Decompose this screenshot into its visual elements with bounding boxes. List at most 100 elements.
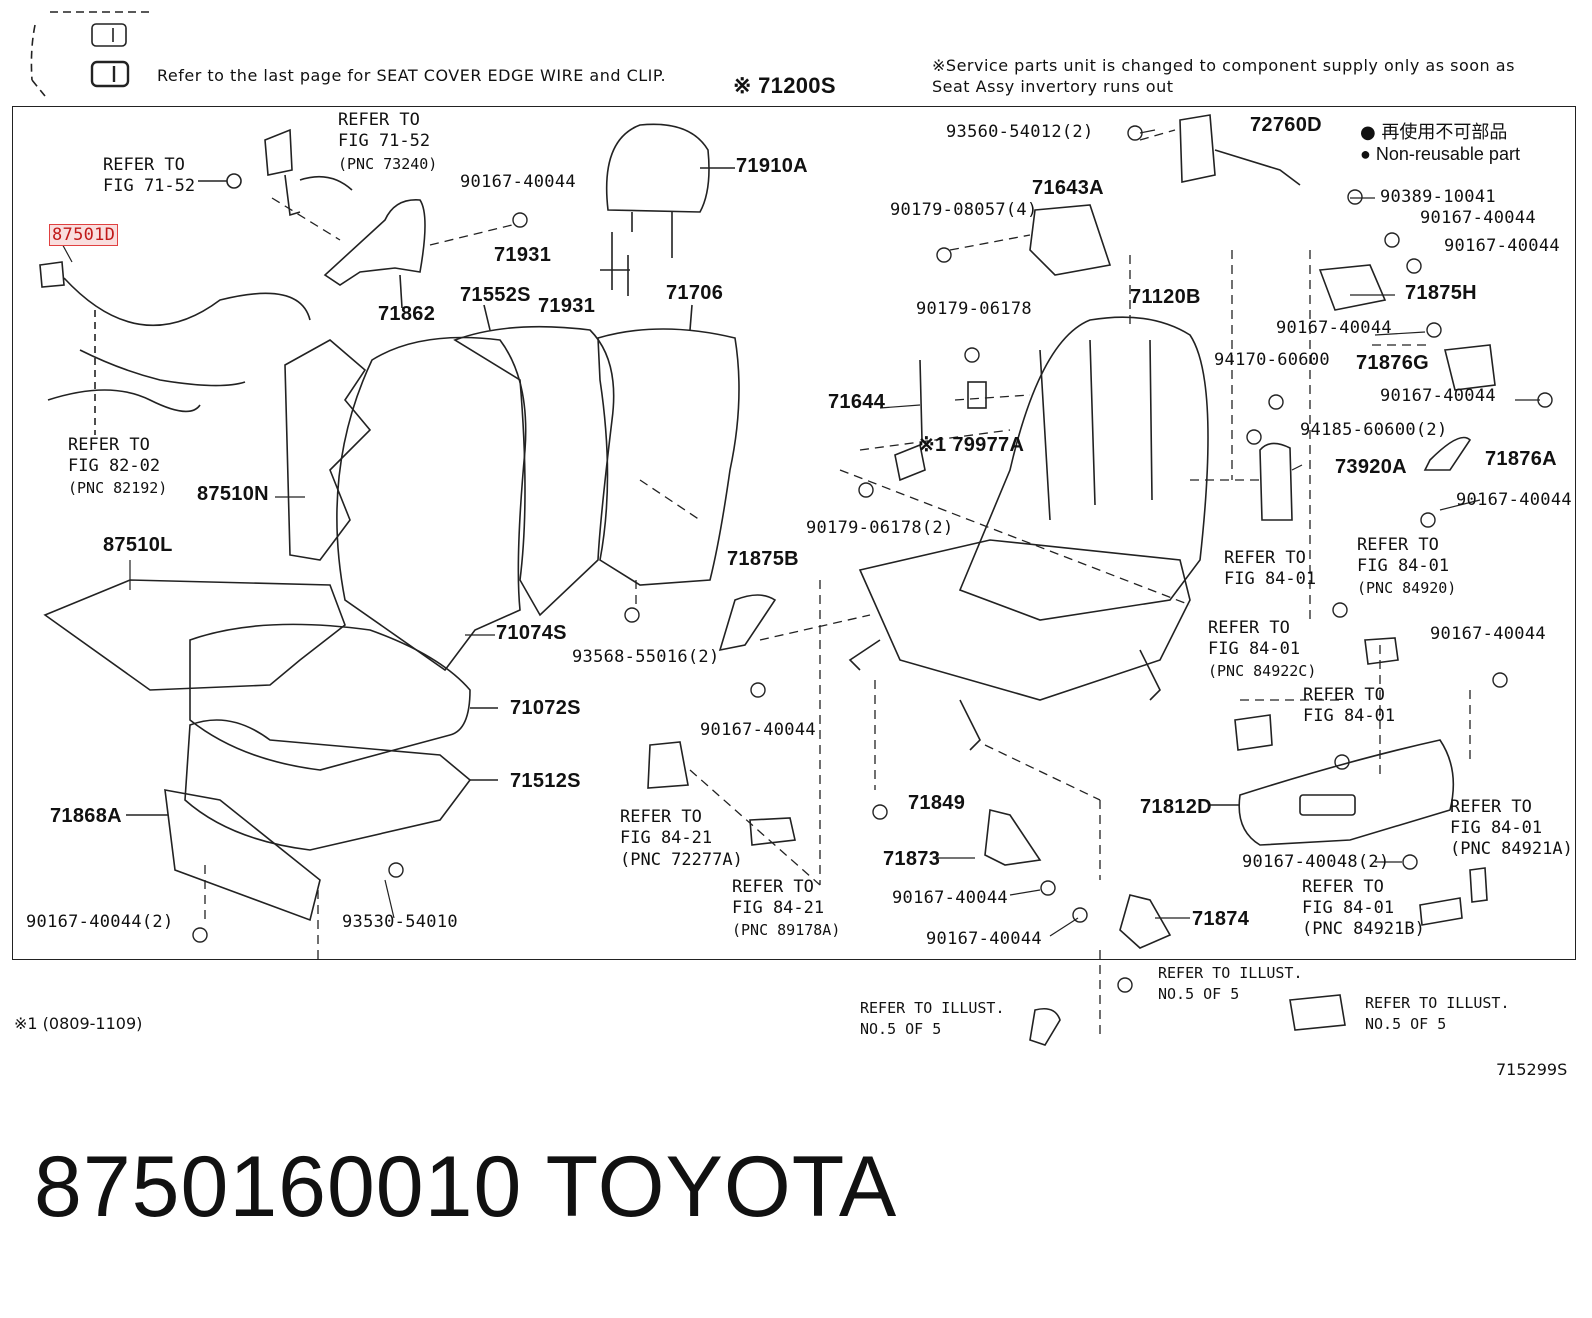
bolt-93530-54010[interactable]: 93530-54010 (342, 912, 458, 932)
part-71552S[interactable]: 71552S (460, 284, 531, 306)
switch-84920 (1364, 637, 1399, 665)
ref-fig-84-01-c[interactable]: REFER TO FIG 84-01 (1208, 618, 1301, 659)
part-71812D[interactable]: 71812D (1140, 796, 1212, 818)
bolt-90389-10041[interactable]: 90389-10041 (1380, 187, 1496, 207)
legend-en: ● Non-reusable part (1360, 144, 1520, 164)
bolt-90179-06178-2[interactable]: 90179-06178(2) (806, 518, 954, 538)
part-71074S[interactable]: 71074S (496, 622, 567, 644)
part-71072S[interactable]: 71072S (510, 697, 581, 719)
bolt-90167-40044-f[interactable]: 90167-40044 (1456, 490, 1572, 510)
ref-fig-84-21-a[interactable]: REFER TO FIG 84-21 (620, 807, 713, 848)
knob-84921B (1419, 897, 1463, 926)
back-cushion-71074S (336, 336, 527, 672)
side-cover-71812D (1238, 739, 1455, 846)
bolt-90167-40044-h[interactable]: 90167-40044 (1430, 624, 1546, 644)
part-71931-b[interactable]: 71931 (538, 295, 596, 317)
airbag-73920A (1259, 442, 1293, 521)
part-72760D[interactable]: 72760D (1250, 114, 1322, 136)
ref-illust-5-c[interactable]: REFER TO ILLUST. NO.5 OF 5 (1365, 994, 1510, 1033)
bolt-90167-40044-b[interactable]: 90167-40044 (1420, 208, 1536, 228)
part-71875H[interactable]: 71875H (1405, 282, 1477, 304)
part-71512S[interactable]: 71512S (510, 770, 581, 792)
bolt-90167-40044-2[interactable]: 90167-40044(2) (26, 912, 174, 932)
back-panel-87510N (284, 339, 372, 561)
ref-fig-71-52-a[interactable]: REFER TO FIG 71-52 (103, 155, 196, 196)
part-71874[interactable]: 71874 (1192, 908, 1250, 930)
bracket-71875H (1318, 264, 1387, 311)
part-71643A[interactable]: 71643A (1032, 177, 1104, 199)
bolt-90167-40044-e[interactable]: 90167-40044 (1380, 386, 1496, 406)
bolt-90167-40044-d[interactable]: 90167-40044 (1276, 318, 1392, 338)
ref-fig-84-01-a[interactable]: REFER TO FIG 84-01 (1224, 548, 1317, 589)
ref-fig-82-02[interactable]: REFER TO FIG 82-02 (68, 435, 161, 476)
cushion-cover-71072S (189, 623, 471, 771)
part-87510L[interactable]: 87510L (103, 534, 173, 556)
service-note-2: Seat Assy invertory runs out (932, 77, 1174, 96)
legend-box-outline (30, 11, 150, 97)
part-71931-a[interactable]: 71931 (494, 244, 552, 266)
clip-grommet (226, 173, 242, 189)
side-shield-shape (323, 199, 426, 286)
back-cover-71706 (597, 328, 740, 586)
part-71876G[interactable]: 71876G (1356, 352, 1429, 374)
part-79977A[interactable]: ※1 79977A (918, 434, 1025, 456)
clip-icon-open (91, 23, 127, 47)
part-73920A[interactable]: 73920A (1335, 456, 1407, 478)
part-71849[interactable]: 71849 (908, 792, 966, 814)
bolt-90167-40044-i[interactable]: 90167-40044 (892, 888, 1008, 908)
cover-illust-b (1289, 994, 1346, 1031)
ref-pnc-73240: (PNC 73240) (338, 155, 438, 173)
ref-fig-84-01-e[interactable]: REFER TO FIG 84-01 (PNC 84921A) (1450, 797, 1573, 859)
range-note: ※1 (0809-1109) (14, 1014, 143, 1033)
ref-fig-84-01-d[interactable]: REFER TO FIG 84-01 (1303, 685, 1396, 726)
cover-edge-note: Refer to the last page for SEAT COVER ED… (157, 66, 667, 85)
cable-72760D (1179, 114, 1301, 186)
part-71876A[interactable]: 71876A (1485, 448, 1557, 470)
page-title: 8750160010 TOYOTA (34, 1139, 898, 1235)
bolt-90167-40044-a[interactable]: 90167-40044 (460, 172, 576, 192)
part-87501D[interactable]: 87501D (49, 224, 119, 246)
cushion-pan-87510L (43, 579, 346, 691)
ref-pnc-82192: (PNC 82192) (68, 479, 168, 497)
bolt-94185-60600[interactable]: 94185-60600(2) (1300, 420, 1448, 440)
ref-fig-84-01-f[interactable]: REFER TO FIG 84-01 (PNC 84921B) (1302, 877, 1425, 939)
sensor-71644 (894, 359, 926, 482)
bolt-90167-40048[interactable]: 90167-40048(2) (1242, 852, 1390, 872)
part-71868A[interactable]: 71868A (50, 805, 122, 827)
assy-code: ※ 71200S (733, 73, 836, 98)
bolt-94170-60600[interactable]: 94170-60600 (1214, 350, 1330, 370)
bracket-71876G (1444, 344, 1496, 391)
connector-84922C (1234, 714, 1273, 751)
ref-fig-71-52-b[interactable]: REFER TO FIG 71-52 (338, 110, 431, 151)
bolt-90179-06178[interactable]: 90179-06178 (916, 299, 1032, 319)
part-71706[interactable]: 71706 (666, 282, 724, 304)
ref-fig-84-01-b[interactable]: REFER TO FIG 84-01 (1357, 535, 1450, 576)
part-71862[interactable]: 71862 (378, 303, 436, 325)
bolt-90167-40044-g[interactable]: 90167-40044 (700, 720, 816, 740)
diagram-code: 715299S (1496, 1060, 1568, 1079)
ref-illust-5-a[interactable]: REFER TO ILLUST. NO.5 OF 5 (1158, 964, 1303, 1003)
switch-panel (1299, 794, 1356, 816)
connector-89178A (749, 817, 796, 846)
ref-pnc-72277A: (PNC 72277A) (620, 850, 743, 870)
part-71120B[interactable]: 71120B (1130, 286, 1201, 308)
bracket-71643A (1029, 204, 1112, 276)
bolt-90179-08057[interactable]: 90179-08057(4) (890, 200, 1038, 220)
part-71873[interactable]: 71873 (883, 848, 941, 870)
part-87510N[interactable]: 87510N (197, 483, 269, 505)
part-71644[interactable]: 71644 (828, 391, 886, 413)
bolt-93560-54012[interactable]: 93560-54012(2) (946, 122, 1094, 142)
bolt-90167-40044-c[interactable]: 90167-40044 (1444, 236, 1560, 256)
connector-72277A (647, 741, 689, 789)
bolt-90167-40044-j[interactable]: 90167-40044 (926, 929, 1042, 949)
side-trim-71868A (164, 789, 321, 922)
part-71910A[interactable]: 71910A (736, 155, 808, 177)
ref-illust-5-b[interactable]: REFER TO ILLUST. NO.5 OF 5 (860, 999, 1005, 1038)
back-cover-71552S (453, 325, 615, 617)
bolt-93568-55016[interactable]: 93568-55016(2) (572, 647, 720, 667)
ref-fig-84-21-b[interactable]: REFER TO FIG 84-21 (732, 877, 825, 918)
ref-pnc-84922C: (PNC 84922C) (1208, 662, 1317, 680)
part-71875B[interactable]: 71875B (727, 548, 799, 570)
bracket-71874 (1119, 894, 1172, 949)
